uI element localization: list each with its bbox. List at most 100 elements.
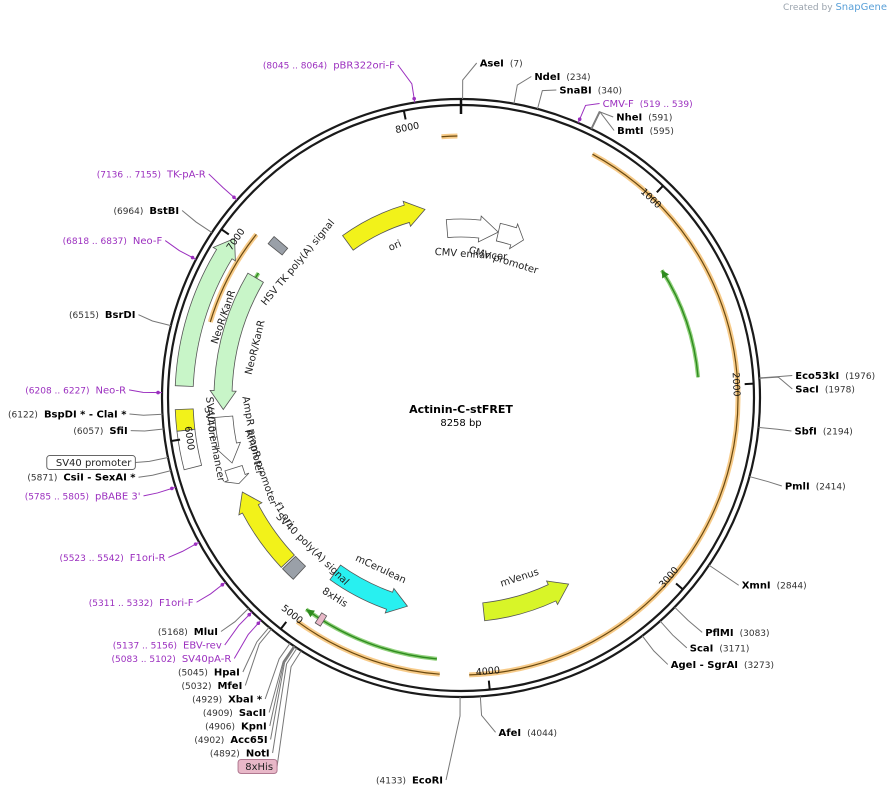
feature-8xhis [314,612,328,627]
primer-range: (5785 .. 5805) [25,492,89,502]
credit-prefix: Created by [783,3,833,13]
feature-label: mVenus [499,567,540,590]
enzyme-position: (7) [510,60,523,70]
label-leader [462,62,478,100]
primer-range: (519 .. 539) [640,100,693,110]
orf-arrow-head [661,270,670,279]
primer-label: (5785 .. 5805) pBABE 3' [25,491,141,502]
enzyme-label: BmtI(595) [617,126,674,137]
feature-neor-kanr [174,237,236,387]
enzyme-name: NotI [246,749,270,760]
primer-name: CMV-F [603,99,634,110]
primer-label: (5083 .. 5102) SV40pA-R [112,654,232,665]
label-leader [242,626,270,673]
tick-label: 8000 [394,121,420,137]
orf-line [469,153,739,676]
label-leader [181,210,213,233]
enzyme-label: (6515)BsrDI [69,310,135,321]
label-leader [272,647,298,754]
enzyme-label: (5168) MluI [158,627,218,638]
tick-mark [171,438,181,442]
enzyme-name: SacII [239,708,266,719]
label-leader [537,89,557,110]
enzyme-label: (4133)EcoRI [376,776,443,787]
enzyme-label: AseI(7) [480,59,523,70]
enzyme-name: SnaBI [559,86,591,97]
label-leader [233,619,262,659]
primer-range: (5523 .. 5542) [59,554,123,564]
primer-range: (5083 .. 5102) [112,655,176,665]
primer-mark [190,255,195,260]
enzyme-position: (3083) [740,629,770,639]
primer-mark [232,195,236,200]
enzyme-name: EcoRI [412,776,443,787]
enzyme-name: NdeI [534,72,560,83]
label-leader [138,314,172,327]
primer-label: (5137 .. 5156)EBV-rev [113,641,222,652]
label-leader [138,470,172,478]
enzyme-label: (4902) Acc65I [194,735,267,746]
primer-mark [156,390,160,395]
primer-name: pBR322ori-F [333,60,395,71]
primer-range: (6208 .. 6227) [25,386,89,396]
primer-mark [412,96,416,101]
feature-cmv-promoter [495,222,525,250]
enzyme-position: (4892) [210,750,240,760]
enzyme-name: XmnI [742,581,771,592]
enzyme-label: (5045)HpaI [178,668,240,679]
enzyme-position: (4902) [194,736,224,746]
enzyme-label: (4892) NotI [210,749,270,760]
enzyme-position: (6964) [113,207,143,217]
label-leader [641,635,669,665]
enzyme-position: (6057) [73,427,103,437]
label-leader [224,611,253,646]
tick-label: 6000 [182,426,196,452]
feature-sv40-ori [174,408,196,432]
label-leader [758,426,792,432]
primer-name: F1ori-F [159,598,194,609]
label-leader [128,389,163,394]
boxed-feature-frame [237,759,278,774]
primer-mark [193,542,198,546]
primer-name: Neo-F [133,236,163,247]
enzyme-name: ScaI [690,643,714,654]
enzyme-position: (234) [566,73,590,83]
primer-mark [170,486,174,491]
primer-name: EBV-rev [183,641,222,652]
primer-name: SV40pA-R [182,654,231,665]
enzyme-name: MluI [194,627,218,638]
enzyme-position: (1978) [825,385,855,395]
tick-mark [487,680,491,690]
tick-mark [656,185,664,194]
tick-mark [220,228,230,236]
orf-line [209,234,257,323]
label-leader [445,696,461,781]
label-leader [591,111,615,131]
enzyme-label: (5871)CsiI - SexAI * [27,473,136,484]
enzyme-name: PmlI [785,482,810,493]
enzyme-label: (4929)XbaI * [192,695,263,706]
enzyme-position: (5168) [158,628,188,638]
enzyme-label: AfeI(4044) [499,728,558,739]
orf-arrow-line [661,269,699,378]
enzyme-position: (5045) [178,669,208,679]
boxed-feature-label: SV40 promoter [56,458,132,469]
primer-name: pBABE 3' [95,491,141,502]
enzyme-name: PflMI [705,628,733,639]
primer-name: F1ori-R [130,553,166,564]
label-leader [513,76,532,104]
orf-line [441,135,458,138]
enzyme-name: Acc65I [230,735,267,746]
primer-label: (5523 .. 5542) F1ori-R [59,553,165,564]
enzyme-name: BspDI * - ClaI * [44,410,127,421]
enzyme-label: (4906)KpnI [205,722,267,733]
enzyme-position: (591) [648,114,672,124]
enzyme-name: BsrDI [105,310,136,321]
enzyme-name: SacI [795,384,819,395]
primer-label: CMV-F (519 .. 539) [603,99,693,110]
orf-band [295,619,440,677]
enzyme-position: (1976) [845,372,875,382]
primer-label: (6818 .. 6837)Neo-F [63,236,163,247]
snapgene-brand: SnapGene [835,2,887,13]
